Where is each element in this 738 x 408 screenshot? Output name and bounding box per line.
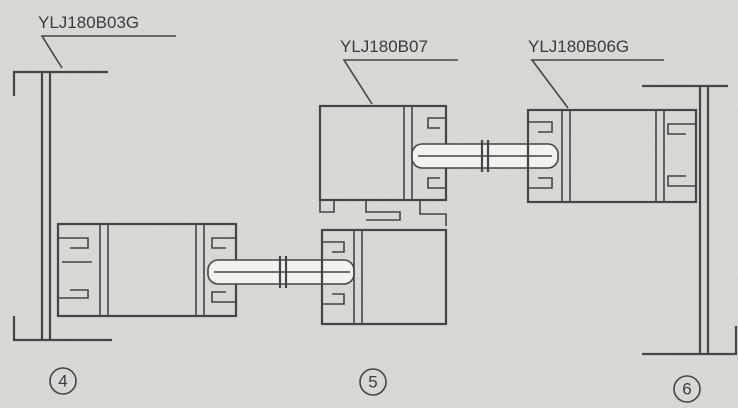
marker-4-label: 4 — [58, 372, 67, 391]
marker-5-label: 5 — [368, 373, 377, 392]
marker-6: 6 — [673, 375, 701, 403]
part-label-left: YLJ180B03G — [38, 13, 176, 69]
part-code-left: YLJ180B03G — [38, 13, 139, 32]
leader-line-right — [530, 59, 664, 109]
marker-4: 4 — [49, 367, 77, 395]
part-code-right: YLJ180B06G — [528, 37, 629, 56]
part-code-center: YLJ180B07 — [340, 37, 428, 56]
marker-6-label: 6 — [682, 380, 691, 399]
marker-5: 5 — [359, 368, 387, 396]
left-mullion-bottom-flange — [12, 316, 112, 342]
left-mullion-top-flange — [12, 70, 108, 96]
leader-line-center — [342, 59, 458, 105]
lower-connector-bar — [207, 256, 355, 288]
leader-line-left — [40, 35, 176, 69]
left-profile-assembly — [12, 70, 238, 342]
right-profile-assembly — [526, 84, 738, 356]
upper-connector-bar — [411, 140, 559, 172]
right-frame-profile — [526, 108, 698, 204]
center-lower-profile — [320, 228, 448, 326]
right-mullion-bottom-flange — [642, 326, 738, 356]
part-label-right: YLJ180B06G — [528, 37, 664, 109]
part-label-center: YLJ180B07 — [340, 37, 458, 105]
